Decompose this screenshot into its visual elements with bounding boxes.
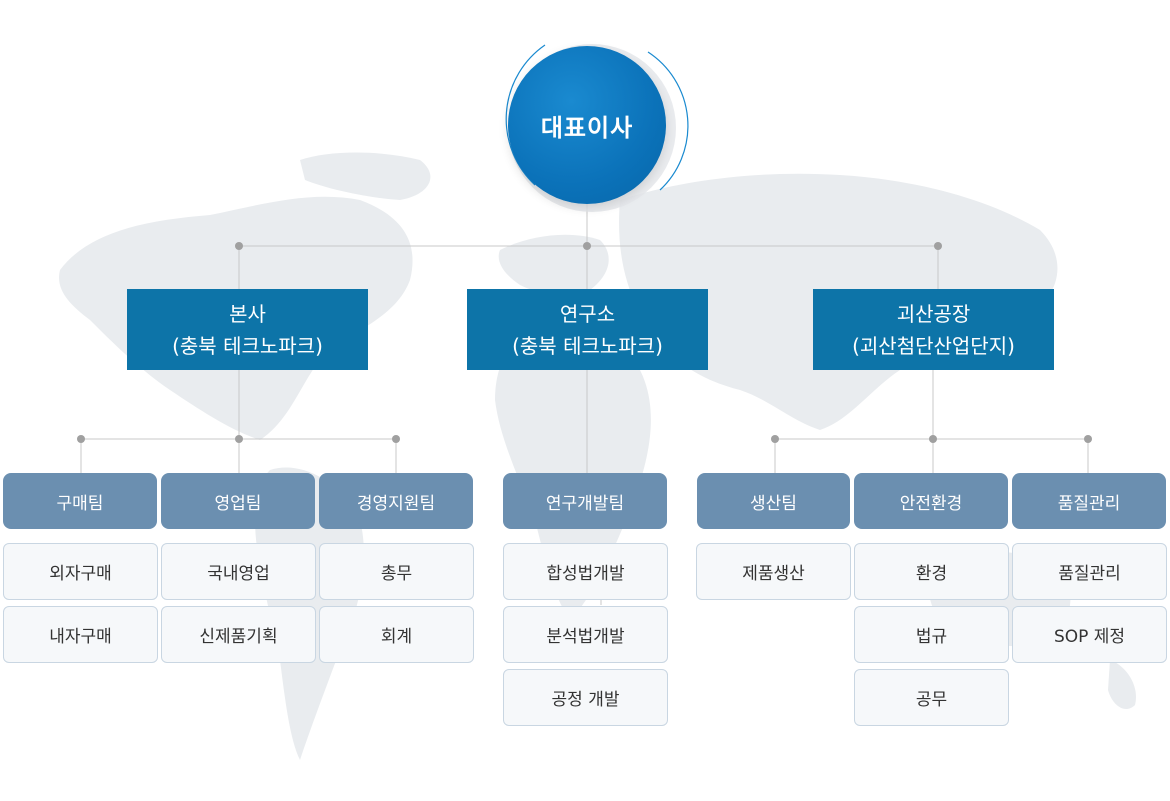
team-sales: 영업팀: [161, 473, 315, 529]
team-management-support: 경영지원팀: [319, 473, 473, 529]
item-label: 외자구매: [49, 564, 112, 584]
team-label: 생산팀: [750, 493, 797, 514]
division-goesan-factory: 괴산공장 (괴산첨단산업단지): [813, 289, 1054, 370]
item-label: 국내영업: [207, 564, 270, 584]
item-label: 합성법개발: [546, 564, 625, 584]
team-label: 품질관리: [1057, 493, 1121, 514]
division-name: 연구소: [559, 301, 616, 326]
team-label: 경영지원팀: [356, 493, 436, 514]
item-box: 분석법개발: [503, 606, 668, 663]
item-box: 총무: [319, 543, 474, 600]
item-label: SOP 제정: [1053, 627, 1126, 647]
team-safety-environment: 안전환경: [854, 473, 1008, 529]
item-box: 공정 개발: [503, 669, 668, 726]
item-label: 제품생산: [742, 564, 805, 584]
item-box: 품질관리: [1012, 543, 1167, 600]
item-label: 분석법개발: [546, 627, 625, 647]
ceo-node: 대표이사: [508, 46, 666, 204]
division-name: 괴산공장: [896, 301, 971, 326]
item-label: 공무: [915, 690, 948, 710]
team-purchasing: 구매팀: [3, 473, 157, 529]
division-headquarters: 본사 (충북 테크노파크): [127, 289, 368, 370]
team-quality-control: 품질관리: [1012, 473, 1166, 529]
team-label: 연구개발팀: [545, 493, 625, 514]
item-box: 회계: [319, 606, 474, 663]
division-location: (충북 테크노파크): [512, 333, 663, 358]
item-label: 내자구매: [49, 627, 112, 647]
item-box: 내자구매: [3, 606, 158, 663]
item-box: SOP 제정: [1012, 606, 1167, 663]
item-label: 법규: [915, 627, 948, 647]
division-research-institute: 연구소 (충북 테크노파크): [467, 289, 708, 370]
item-label: 회계: [380, 627, 413, 647]
item-box: 환경: [854, 543, 1009, 600]
item-box: 국내영업: [161, 543, 316, 600]
team-label: 안전환경: [899, 493, 963, 514]
team-rnd: 연구개발팀: [503, 473, 667, 529]
team-label: 구매팀: [56, 493, 104, 514]
division-name: 본사: [229, 301, 266, 326]
item-label: 품질관리: [1058, 564, 1121, 584]
item-box: 합성법개발: [503, 543, 668, 600]
division-location: (괴산첨단산업단지): [852, 333, 1015, 358]
team-label: 영업팀: [214, 493, 262, 514]
item-label: 총무: [380, 564, 413, 584]
item-box: 공무: [854, 669, 1009, 726]
team-production: 생산팀: [697, 473, 850, 529]
item-box: 외자구매: [3, 543, 158, 600]
item-box: 법규: [854, 606, 1009, 663]
division-location: (충북 테크노파크): [172, 333, 323, 358]
item-label: 공정 개발: [551, 690, 620, 710]
item-label: 신제품기획: [199, 627, 278, 647]
item-box: 신제품기획: [161, 606, 316, 663]
item-label: 환경: [915, 564, 948, 584]
item-box: 제품생산: [696, 543, 851, 600]
ceo-label: 대표이사: [540, 113, 634, 142]
